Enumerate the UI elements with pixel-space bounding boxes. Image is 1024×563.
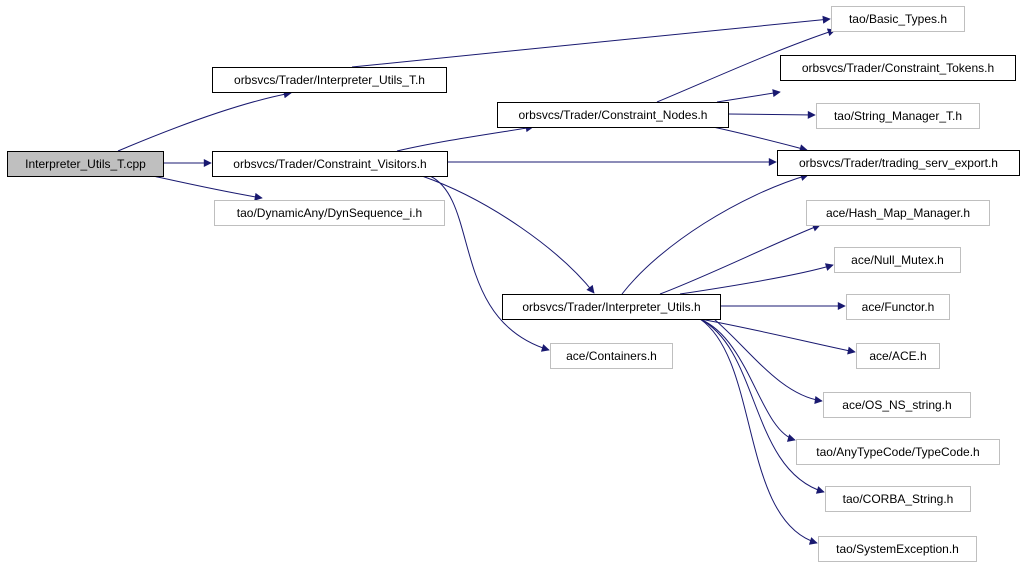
node-box: [212, 151, 448, 177]
node-label: ace/Functor.h: [862, 300, 935, 314]
node-box: [777, 150, 1020, 176]
node-box: [497, 102, 729, 128]
edge-constraint_nodes-to-constraint_tokens: [716, 89, 781, 103]
node-dynsequence[interactable]: tao/DynamicAny/DynSequence_i.h: [214, 200, 445, 226]
node-box: [818, 536, 977, 562]
node-os-ns-string[interactable]: ace/OS_NS_string.h: [823, 392, 971, 418]
node-label: tao/DynamicAny/DynSequence_i.h: [237, 206, 422, 220]
node-trading-export[interactable]: orbsvcs/Trader/trading_serv_export.h: [777, 150, 1020, 176]
edge-interpreter_utils-to-trading_export: [621, 173, 809, 295]
edge-interpreter_utils-to-null_mutex: [679, 263, 834, 295]
node-functor[interactable]: ace/Functor.h: [846, 294, 950, 320]
node-box: [214, 200, 445, 226]
edge-interpreter_utils-to-hash_map: [659, 223, 821, 295]
node-box: [825, 486, 971, 512]
edge-interpreter_utils-to-ace: [699, 318, 856, 355]
node-box: [846, 294, 950, 320]
edge-interp_utils_t_h-to-basic_types: [351, 15, 831, 68]
edge-interpreter_utils-to-corba_string: [699, 318, 825, 494]
edge-constraint_visitors-to-constraint_nodes: [396, 124, 534, 152]
edge-constraint_nodes-to-trading_export: [712, 126, 808, 153]
node-label: ace/Containers.h: [566, 349, 657, 363]
node-box: [831, 6, 965, 32]
node-constraint-visitors[interactable]: orbsvcs/Trader/Constraint_Visitors.h: [212, 151, 448, 177]
node-box: [856, 343, 940, 369]
node-box: [806, 200, 990, 226]
node-box: [823, 392, 971, 418]
node-label: ace/Null_Mutex.h: [851, 253, 944, 267]
node-label: ace/Hash_Map_Manager.h: [826, 206, 970, 220]
node-box: [834, 247, 961, 273]
node-containers[interactable]: ace/Containers.h: [550, 343, 673, 369]
node-box: [816, 103, 980, 129]
edge-root-to-dynsequence: [152, 175, 263, 201]
edge-constraint_visitors-to-containers: [429, 175, 550, 352]
node-interpreter-utils[interactable]: orbsvcs/Trader/Interpreter_Utils.h: [502, 294, 721, 320]
nodes: Interpreter_Utils_T.cpp orbsvcs/Trader/In…: [7, 6, 1020, 562]
node-root[interactable]: Interpreter_Utils_T.cpp: [7, 151, 164, 177]
node-label: orbsvcs/Trader/Constraint_Nodes.h: [519, 108, 708, 122]
node-box: [780, 55, 1016, 81]
node-box: [7, 151, 164, 177]
node-box: [212, 67, 447, 93]
node-label: orbsvcs/Trader/Constraint_Visitors.h: [233, 157, 426, 171]
node-corba-string[interactable]: tao/CORBA_String.h: [825, 486, 971, 512]
edge-interpreter_utils-to-os_ns_string: [713, 318, 823, 404]
node-label: orbsvcs/Trader/trading_serv_export.h: [799, 156, 998, 170]
edge-constraint_nodes-to-string_manager: [727, 110, 816, 119]
node-box: [550, 343, 673, 369]
node-ace[interactable]: ace/ACE.h: [856, 343, 940, 369]
node-label: tao/SystemException.h: [836, 542, 959, 556]
node-label: tao/AnyTypeCode/TypeCode.h: [816, 445, 979, 459]
node-label: ace/ACE.h: [869, 349, 926, 363]
node-interp-utils-t-h[interactable]: orbsvcs/Trader/Interpreter_Utils_T.h: [212, 67, 447, 93]
node-typecode[interactable]: tao/AnyTypeCode/TypeCode.h: [796, 439, 1000, 465]
edge-interpreter_utils-to-typecode: [699, 318, 796, 442]
node-label: Interpreter_Utils_T.cpp: [25, 157, 146, 171]
edge-interpreter_utils-to-system_exception: [699, 318, 818, 545]
edge-constraint_visitors-to-interpreter_utils: [421, 175, 595, 294]
node-constraint-tokens[interactable]: orbsvcs/Trader/Constraint_Tokens.h: [780, 55, 1016, 81]
node-label: tao/String_Manager_T.h: [834, 109, 962, 123]
node-label: orbsvcs/Trader/Constraint_Tokens.h: [802, 61, 994, 75]
node-basic-types[interactable]: tao/Basic_Types.h: [831, 6, 965, 32]
node-label: tao/Basic_Types.h: [849, 12, 947, 26]
node-box: [796, 439, 1000, 465]
node-label: orbsvcs/Trader/Interpreter_Utils_T.h: [234, 73, 425, 87]
edges: [117, 15, 856, 545]
node-string-manager[interactable]: tao/String_Manager_T.h: [816, 103, 980, 129]
node-system-exception[interactable]: tao/SystemException.h: [818, 536, 977, 562]
node-label: tao/CORBA_String.h: [843, 492, 954, 506]
node-label: ace/OS_NS_string.h: [842, 398, 951, 412]
node-box: [502, 294, 721, 320]
edge-root-to-interp_utils_t_h: [117, 90, 292, 152]
node-null-mutex[interactable]: ace/Null_Mutex.h: [834, 247, 961, 273]
edge-constraint_nodes-to-basic_types: [656, 28, 836, 103]
node-label: orbsvcs/Trader/Interpreter_Utils.h: [522, 300, 700, 314]
node-constraint-nodes[interactable]: orbsvcs/Trader/Constraint_Nodes.h: [497, 102, 729, 128]
node-hash-map[interactable]: ace/Hash_Map_Manager.h: [806, 200, 990, 226]
